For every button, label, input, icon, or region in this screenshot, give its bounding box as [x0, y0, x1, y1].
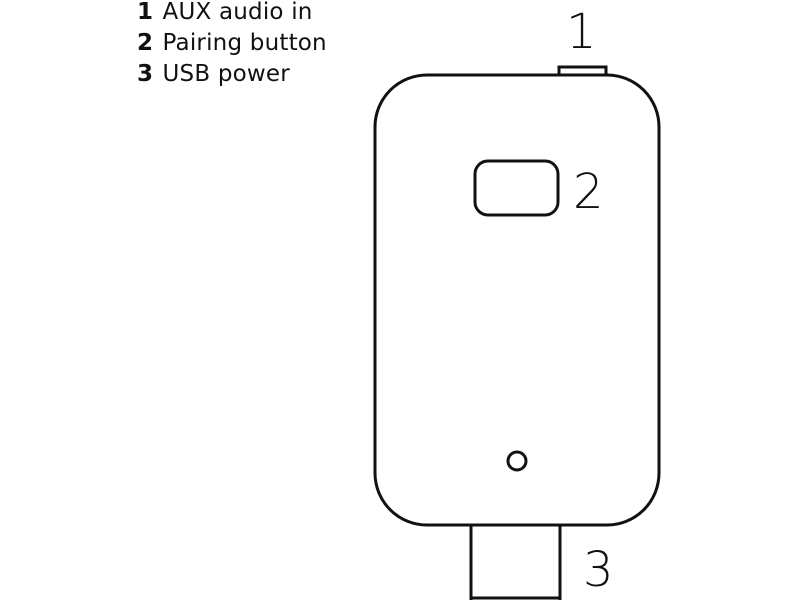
- legend-item-usb: 3 USB power: [137, 59, 327, 90]
- legend-number: 2: [137, 30, 154, 56]
- legend-item-pairing: 2 Pairing button: [137, 28, 327, 59]
- legend-label: Pairing button: [162, 30, 327, 56]
- legend-item-aux: 1 AUX audio in: [137, 0, 327, 28]
- legend-number: 3: [137, 61, 154, 87]
- aux-port: [557, 65, 608, 75]
- legend-label: USB power: [162, 61, 290, 87]
- status-led: [506, 450, 528, 472]
- usb-connector: [469, 526, 562, 600]
- pairing-button-shape: [473, 159, 560, 217]
- legend-label: AUX audio in: [162, 0, 313, 25]
- device-body: [373, 73, 661, 527]
- legend: 1 AUX audio in 2 Pairing button 3 USB po…: [137, 0, 327, 90]
- legend-number: 1: [137, 0, 154, 25]
- callout-usb: 3: [583, 542, 614, 598]
- callout-aux: 1: [566, 4, 597, 60]
- callout-pairing: 2: [573, 164, 604, 220]
